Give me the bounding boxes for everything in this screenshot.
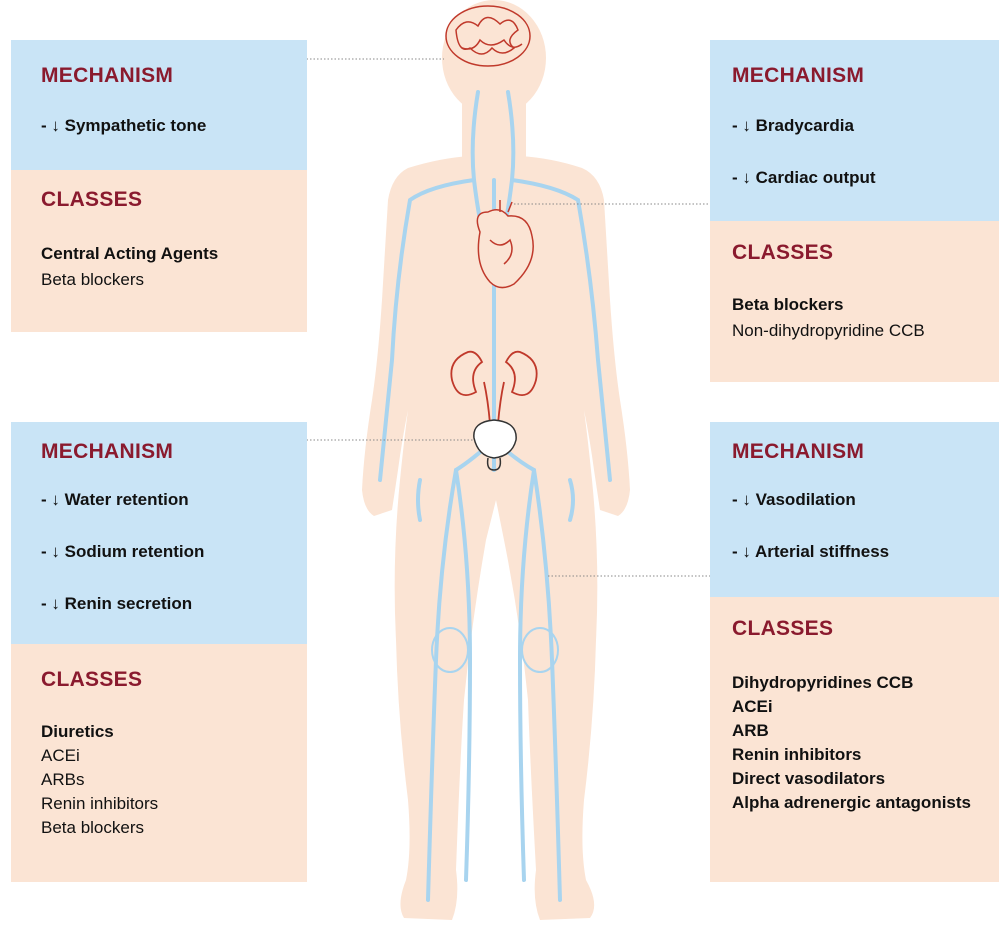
mechanism-text: Arterial stiffness xyxy=(755,542,889,561)
class-item: Dihydropyridines CCB xyxy=(732,673,913,693)
down-arrow-icon: ↓ xyxy=(742,116,751,135)
mechanism-text: Renin secretion xyxy=(65,594,193,613)
mechanism-text: Sodium retention xyxy=(65,542,205,561)
mechanism-section: MECHANISM - ↓ Bradycardia - ↓ Cardiac ou… xyxy=(710,40,999,221)
mechanism-item: - ↓ Renin secretion xyxy=(41,594,192,614)
down-arrow-icon: ↓ xyxy=(742,542,751,561)
mechanism-section: MECHANISM - ↓ Water retention - ↓ Sodium… xyxy=(11,422,307,644)
mechanism-section: MECHANISM - ↓ Vasodilation - ↓ Arterial … xyxy=(710,422,999,597)
classes-heading: CLASSES xyxy=(732,241,833,265)
mechanism-heading: MECHANISM xyxy=(732,440,864,464)
classes-section: CLASSES Diuretics ACEi ARBs Renin inhibi… xyxy=(11,644,307,882)
panel-kidneys: MECHANISM - ↓ Water retention - ↓ Sodium… xyxy=(11,422,307,882)
classes-heading: CLASSES xyxy=(41,668,142,692)
mechanism-text: Vasodilation xyxy=(756,490,856,509)
class-item: Non-dihydropyridine CCB xyxy=(732,321,925,341)
panel-blood-vessels: MECHANISM - ↓ Vasodilation - ↓ Arterial … xyxy=(710,422,999,882)
mechanism-section: MECHANISM - ↓ Sympathetic tone xyxy=(11,40,307,170)
classes-heading: CLASSES xyxy=(41,188,142,212)
mechanism-item: - ↓ Water retention xyxy=(41,490,189,510)
dash-prefix: - xyxy=(732,490,742,509)
mechanism-heading: MECHANISM xyxy=(732,64,864,88)
class-item: Direct vasodilators xyxy=(732,769,885,789)
dash-prefix: - xyxy=(41,542,51,561)
panel-heart: MECHANISM - ↓ Bradycardia - ↓ Cardiac ou… xyxy=(710,40,999,382)
mechanism-heading: MECHANISM xyxy=(41,440,173,464)
class-item: Beta blockers xyxy=(41,818,144,838)
mechanism-text: Water retention xyxy=(65,490,189,509)
dash-prefix: - xyxy=(41,594,51,613)
class-item: Alpha adrenergic antagonists xyxy=(732,793,971,813)
dash-prefix: - xyxy=(41,116,51,135)
down-arrow-icon: ↓ xyxy=(51,542,60,561)
mechanism-text: Bradycardia xyxy=(756,116,854,135)
dash-prefix: - xyxy=(41,490,51,509)
mechanism-item: - ↓ Cardiac output xyxy=(732,168,876,188)
class-item: ARBs xyxy=(41,770,84,790)
classes-section: CLASSES Central Acting Agents Beta block… xyxy=(11,170,307,332)
mechanism-item: - ↓ Sympathetic tone xyxy=(41,116,206,136)
mechanism-text: Sympathetic tone xyxy=(65,116,207,135)
panel-brain: MECHANISM - ↓ Sympathetic tone CLASSES C… xyxy=(11,40,307,332)
mechanism-item: - ↓ Sodium retention xyxy=(41,542,204,562)
classes-section: CLASSES Beta blockers Non-dihydropyridin… xyxy=(710,221,999,382)
dash-prefix: - xyxy=(732,542,742,561)
dash-prefix: - xyxy=(732,116,742,135)
class-item: ACEi xyxy=(41,746,80,766)
classes-section: CLASSES Dihydropyridines CCB ACEi ARB Re… xyxy=(710,597,999,882)
class-item: Beta blockers xyxy=(41,270,144,290)
mechanism-item: - ↓ Vasodilation xyxy=(732,490,856,510)
down-arrow-icon: ↓ xyxy=(742,168,751,187)
down-arrow-icon: ↓ xyxy=(51,490,60,509)
brain-icon xyxy=(446,6,530,66)
class-item: Diuretics xyxy=(41,722,114,742)
down-arrow-icon: ↓ xyxy=(51,594,60,613)
down-arrow-icon: ↓ xyxy=(51,116,60,135)
mechanism-heading: MECHANISM xyxy=(41,64,173,88)
class-item: Renin inhibitors xyxy=(41,794,158,814)
class-item: Beta blockers xyxy=(732,295,844,315)
class-item: Renin inhibitors xyxy=(732,745,861,765)
dash-prefix: - xyxy=(732,168,742,187)
mechanism-item: - ↓ Bradycardia xyxy=(732,116,854,136)
mechanism-item: - ↓ Arterial stiffness xyxy=(732,542,889,562)
class-item: Central Acting Agents xyxy=(41,244,218,264)
class-item: ARB xyxy=(732,721,769,741)
down-arrow-icon: ↓ xyxy=(742,490,751,509)
mechanism-text: Cardiac output xyxy=(756,168,876,187)
class-item: ACEi xyxy=(732,697,773,717)
classes-heading: CLASSES xyxy=(732,617,833,641)
